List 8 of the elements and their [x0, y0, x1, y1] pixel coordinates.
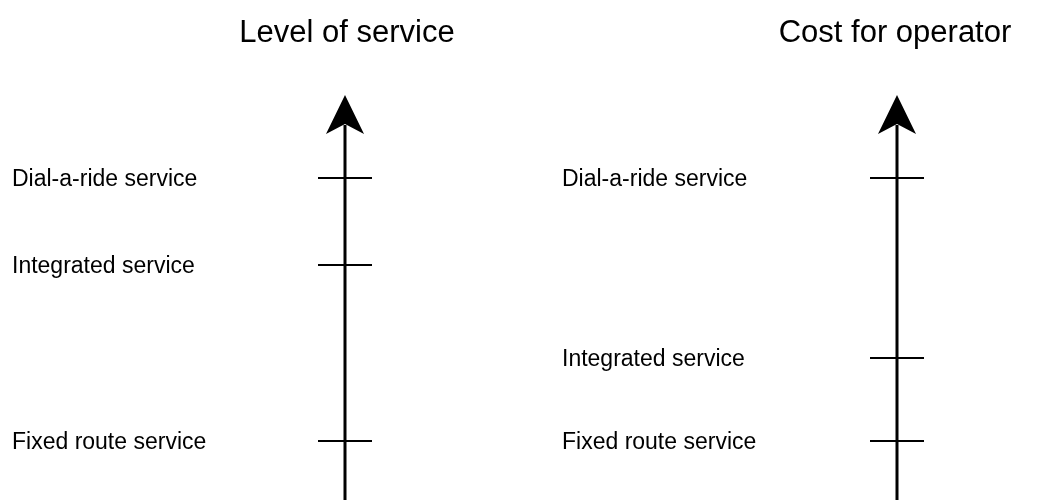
axis-title: Level of service — [239, 16, 455, 47]
scale-label: Dial-a-ride service — [12, 166, 198, 190]
scale-label: Integrated service — [12, 253, 195, 277]
scale-label: Dial-a-ride service — [562, 166, 748, 190]
scale-label: Fixed route service — [562, 429, 757, 453]
axis-title: Cost for operator — [778, 16, 1012, 47]
scale-label: Integrated service — [562, 346, 745, 370]
scale-label: Fixed route service — [12, 429, 207, 453]
